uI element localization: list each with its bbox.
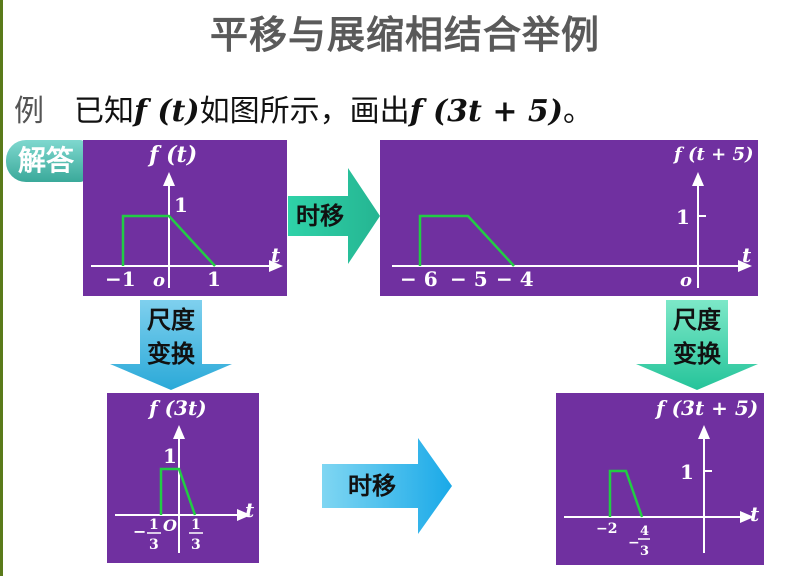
panel-ft5-svg: f (t + 5) t 1 − 6 − 5 − 4 o [392, 144, 754, 291]
x-tick-minus-sign: − [628, 535, 640, 551]
shift-arrow-top: 时移 [288, 168, 380, 264]
scale-label-left-2: 变换 [147, 340, 195, 368]
panel-ft: f (t) t 1 −1 o 1 [83, 140, 287, 296]
given-function: f (t) [134, 94, 200, 129]
scale-label-right-1: 尺度 [673, 306, 721, 334]
scale-arrow-right: 尺度 变换 [636, 300, 758, 390]
x-tick-minus-sign: − [133, 522, 146, 541]
scale-label-left-1: 尺度 [147, 306, 195, 334]
x-axis-label: t [271, 243, 281, 267]
x-tick-origin: o [153, 270, 165, 291]
x-tick-neg1: −1 [105, 267, 136, 291]
shift-arrow-bottom: 时移 [322, 438, 452, 534]
problem-statement: 例已知f (t)如图所示，画出f (3t + 5)。 [14, 86, 593, 130]
problem-text-middle: 如图所示，画出 [199, 94, 410, 129]
x-axis-label: t [742, 243, 752, 267]
x-tick-neg2: −2 [596, 521, 617, 537]
panel-f3t-svg: f (3t) t 1 − 1 3 O 1 3 [115, 396, 255, 553]
x-tick-neg4: − 4 [496, 267, 534, 291]
x-tick-numerator: 4 [640, 524, 649, 539]
panel-f3t5-svg: f (3t + 5) t 1 −2 − 4 3 [564, 396, 760, 559]
y-axis-arrow [173, 425, 185, 439]
slide-left-border [0, 0, 3, 576]
x-tick-1: 1 [207, 267, 221, 291]
x-axis-arrow [740, 511, 754, 523]
x-axis-label: t [245, 498, 255, 522]
scale-arrow-left-shape [110, 300, 232, 390]
shift-arrow-top-shape [288, 168, 380, 264]
panel-ft5: f (t + 5) t 1 − 6 − 5 − 4 o [380, 140, 758, 296]
panel-f3t: f (3t) t 1 − 1 3 O 1 3 [107, 393, 259, 563]
x-tick-neg-denominator: 3 [149, 537, 159, 553]
problem-text-before: 已知 [74, 94, 134, 129]
panel-ft-svg: f (t) t 1 −1 o 1 [91, 142, 283, 291]
y-axis-label: f (3t + 5) [654, 396, 758, 420]
x-axis-arrow [738, 260, 752, 272]
answer-badge: 解答 [6, 140, 86, 182]
x-axis-arrow [269, 260, 283, 272]
x-tick-neg6: − 6 [400, 267, 438, 291]
x-tick-denominator: 3 [640, 544, 649, 559]
example-label: 例 [14, 94, 44, 129]
y-axis-arrow [163, 172, 175, 186]
signal-trace [418, 214, 515, 267]
x-tick-pos-denominator: 3 [191, 537, 201, 553]
y-axis-label: f (t + 5) [672, 144, 754, 165]
shift-label-bottom: 时移 [348, 472, 396, 500]
x-axis-label: t [750, 502, 760, 526]
panel-f3t5: f (3t + 5) t 1 −2 − 4 3 [556, 393, 764, 565]
x-tick-origin: O [163, 516, 177, 535]
slide-title: 平移与展缩相结合举例 [209, 13, 600, 57]
x-tick-neg5: − 5 [450, 267, 488, 291]
x-tick-neg-numerator: 1 [149, 517, 159, 533]
x-axis-arrow [237, 509, 251, 521]
y-tick-1: 1 [174, 193, 188, 217]
scale-label-right-2: 变换 [673, 340, 721, 368]
shift-label-top: 时移 [296, 202, 344, 230]
x-tick-pos-numerator: 1 [191, 517, 201, 533]
y-axis-arrow [692, 172, 704, 186]
y-tick-1: 1 [163, 444, 177, 468]
shift-arrow-bottom-shape [322, 438, 452, 534]
signal-trace [608, 469, 644, 518]
problem-end: 。 [562, 94, 593, 129]
y-tick-1: 1 [676, 205, 690, 229]
target-function: f (3t + 5) [409, 94, 563, 129]
x-tick-origin: o [680, 270, 692, 291]
y-axis-label: f (t) [147, 142, 197, 168]
y-axis-arrow [698, 425, 710, 439]
scale-arrow-left: 尺度 变换 [110, 300, 232, 390]
y-axis-label: f (3t) [147, 396, 207, 420]
signal-trace [121, 214, 216, 267]
scale-arrow-right-shape [636, 300, 758, 390]
y-tick-1: 1 [680, 460, 694, 484]
signal-trace [159, 467, 197, 516]
